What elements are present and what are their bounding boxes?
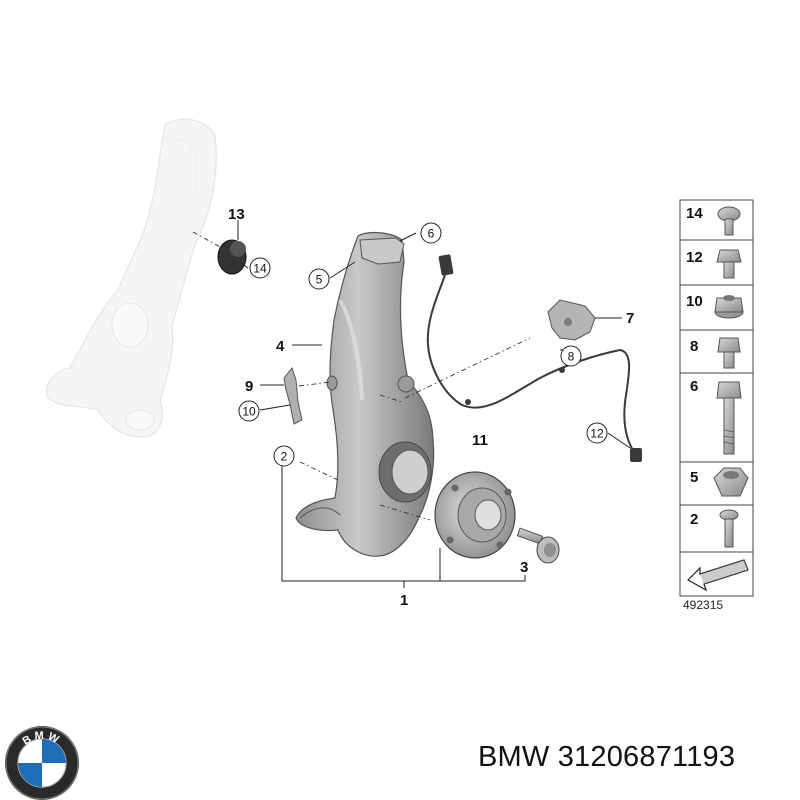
parts-diagram: 1 3 4 7 9 11 13 2 5 6 8 10 12 14 14 12: [46, 118, 754, 612]
callout-numbers: 1 3 4 7 9 11 13: [228, 206, 634, 609]
legend-label-6: 6: [690, 378, 698, 395]
callout-9: 9: [245, 378, 253, 395]
legend-label-8: 8: [690, 338, 698, 355]
callout-3: 3: [520, 559, 528, 576]
callout-11: 11: [472, 432, 488, 449]
bmw-logo-letters: BMW: [20, 730, 60, 748]
steering-knuckle-part: [295, 231, 435, 557]
rubber-cap-part: [217, 239, 247, 275]
legend-bolt-8-icon: [717, 337, 741, 369]
wheel-hub-part: [434, 471, 516, 559]
legend-label-5: 5: [690, 469, 698, 486]
callout-12: 12: [590, 427, 604, 441]
speed-sensor-cable-part: [426, 254, 642, 462]
part-number-label: BMW 31206871193: [478, 741, 736, 773]
legend-label-12: 12: [686, 249, 703, 266]
bmw-logo: BMW: [5, 726, 79, 800]
fastener-legend: 14 12 10 8 6 5 2: [679, 199, 754, 597]
callout-10: 10: [242, 405, 256, 419]
callout-1: 1: [400, 592, 408, 609]
callout-4: 4: [276, 338, 285, 355]
ghost-knuckle-image: [46, 118, 217, 438]
callout-5: 5: [316, 273, 323, 287]
bracket-part: [547, 299, 596, 341]
legend-screw-14-icon: [717, 206, 741, 236]
legend-label-10: 10: [686, 293, 703, 310]
legend-bolt-6-icon: [716, 381, 742, 455]
callout-2: 2: [281, 450, 288, 464]
assembly-lines: [192, 231, 531, 521]
collar-bolt-part: [516, 527, 560, 564]
holder-clip-part: [283, 366, 303, 425]
callout-13: 13: [228, 206, 245, 223]
callout-7: 7: [626, 310, 634, 327]
legend-label-2: 2: [690, 511, 698, 528]
legend-nut-10-icon: [714, 295, 744, 319]
legend-nut-5-icon: [713, 467, 749, 497]
legend-label-14: 14: [686, 205, 703, 222]
figure-number: 492315: [683, 598, 723, 612]
legend-screw-2-icon: [719, 509, 739, 548]
callout-14: 14: [253, 262, 267, 276]
svg-text:BMW: BMW: [20, 730, 63, 748]
legend-arrow-icon: [687, 559, 749, 592]
callout-6: 6: [428, 227, 435, 241]
legend-bolt-12-icon: [716, 249, 742, 279]
circled-callouts: 2 5 6 8 10 12 14: [238, 222, 608, 467]
leader-lines: [237, 220, 631, 588]
callout-8: 8: [568, 350, 575, 364]
